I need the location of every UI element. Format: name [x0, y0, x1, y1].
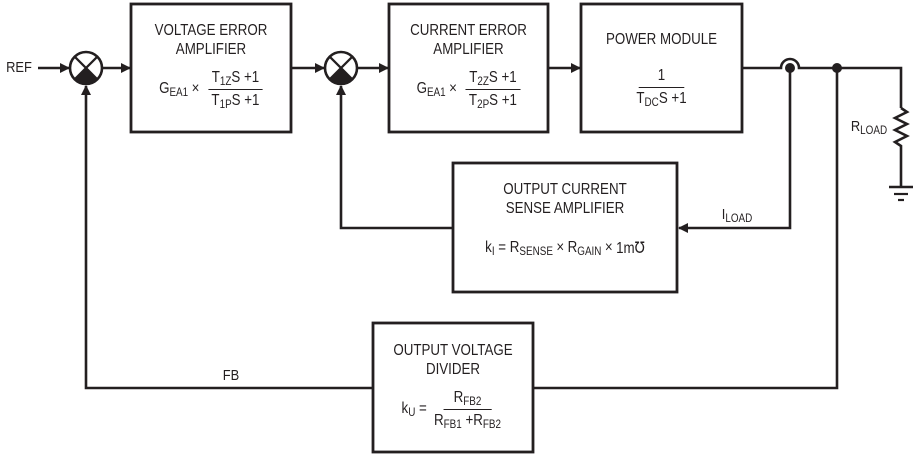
rload-sub: LOAD [860, 125, 888, 137]
iload-wire [678, 68, 792, 233]
ground-icon [889, 185, 913, 202]
csa-gain-equation: kI = RSENSE × RGAIN × 1m℧ [485, 239, 645, 258]
divider-title-line2: DIVIDER [425, 361, 481, 378]
current-error-amplifier-block [387, 2, 550, 134]
cea-title-line2: AMPLIFIER [433, 41, 504, 58]
voltage-sense-wire [533, 68, 839, 390]
iload-main: I [721, 206, 726, 223]
vea-title-line2: AMPLIFIER [175, 41, 247, 58]
cea-title-line1: CURRENT ERROR [410, 22, 527, 39]
summing-junction-1 [68, 50, 104, 86]
voltage-divider-block [371, 321, 535, 454]
divider-title-line1: OUTPUT VOLTAGE [393, 342, 513, 359]
summing-junction-2 [323, 50, 359, 86]
power-module-transfer-function: 1 TDCS +1 [592, 64, 730, 110]
cea-fraction: T2ZS +1 T2PS +1 [465, 69, 521, 110]
vea-transfer-function: GEA1 × T1ZS +1 T1PS +1 [142, 66, 280, 112]
vea-fraction: T1ZS +1 T1PS +1 [208, 69, 263, 110]
fb-label: FB [222, 367, 240, 384]
current-feedback-wire [336, 85, 453, 230]
iload-label: ILOAD [716, 206, 759, 225]
csa-title-line1: OUTPUT CURRENT [503, 181, 627, 198]
current-sense-amplifier-block [451, 161, 679, 294]
vea-gain: GEA1 [159, 80, 189, 99]
rload-label: RLOAD [846, 118, 892, 137]
voltage-error-amplifier-block [129, 2, 293, 134]
power-module-fraction: 1 TDCS +1 [636, 66, 687, 109]
csa-title: OUTPUT CURRENT SENSE AMPLIFIER [469, 180, 662, 218]
power-module-title-line1: POWER MODULE [605, 31, 718, 48]
power-module-title: POWER MODULE [592, 30, 730, 49]
load-resistor-icon [892, 106, 910, 186]
csa-title-line2: SENSE AMPLIFIER [505, 200, 625, 217]
divider-gain-equation: kU = RFB2 RFB1 +RFB2 [384, 386, 522, 432]
fb-wire [81, 85, 373, 390]
cea-title: CURRENT ERROR AMPLIFIER [400, 21, 537, 59]
vea-title: VOLTAGE ERROR AMPLIFIER [142, 21, 280, 59]
cea-transfer-function: GEA1 × T2ZS +1 T2PS +1 [400, 66, 537, 112]
divider-title: OUTPUT VOLTAGE DIVIDER [384, 341, 522, 379]
rload-main: R [850, 118, 861, 135]
ref-label: REF [6, 59, 32, 76]
vea-title-line1: VOLTAGE ERROR [154, 22, 268, 39]
power-module-block [579, 2, 744, 134]
output-wire [742, 57, 903, 108]
divider-fraction: RFB2 RFB1 +RFB2 [433, 388, 502, 431]
cea-gain: GEA1 [416, 80, 446, 99]
iload-sub: LOAD [725, 213, 753, 225]
